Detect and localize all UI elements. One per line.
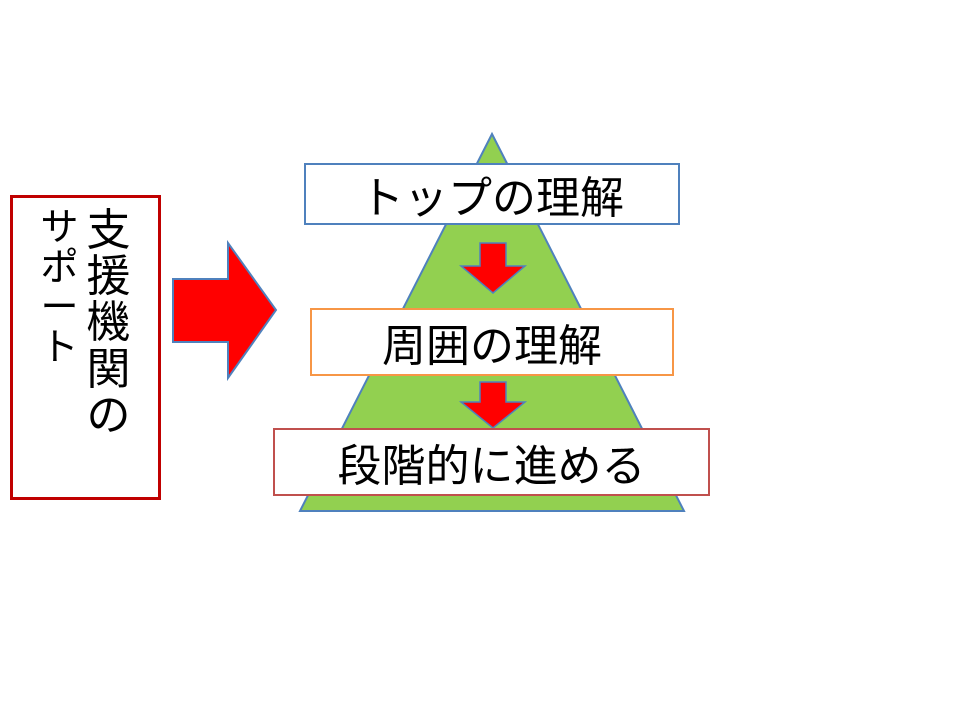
down-arrow-1 bbox=[458, 242, 528, 294]
pyramid-level-middle: 周囲の理解 bbox=[310, 308, 674, 376]
support-line1-char: 関 bbox=[86, 343, 131, 395]
pyramid-level-bottom-label: 段階的に進める bbox=[337, 441, 646, 492]
support-line2-char: ト bbox=[40, 324, 79, 369]
support-line1-char: 援 bbox=[86, 251, 131, 303]
support-line2-char: サ bbox=[40, 205, 79, 249]
pyramid-level-bottom: 段階的に進める bbox=[273, 428, 710, 496]
pyramid-level-top: トップの理解 bbox=[304, 163, 680, 225]
support-line2-char: ポ bbox=[40, 244, 79, 289]
support-arrow bbox=[172, 239, 278, 382]
support-box: 支援機関の サポート bbox=[10, 195, 161, 500]
down-arrow-2 bbox=[458, 381, 528, 429]
pyramid-level-top-label: トップの理解 bbox=[360, 173, 624, 224]
support-line2-char: ー bbox=[40, 284, 79, 329]
support-line1-char: 機 bbox=[86, 297, 131, 349]
pyramid-level-middle-label: 周囲の理解 bbox=[382, 321, 602, 372]
support-text-line1: 支援機関の bbox=[86, 205, 131, 497]
support-line1-char: の bbox=[86, 389, 131, 441]
support-text-line2: サポート bbox=[40, 205, 79, 497]
support-line1-char: 支 bbox=[86, 205, 131, 256]
